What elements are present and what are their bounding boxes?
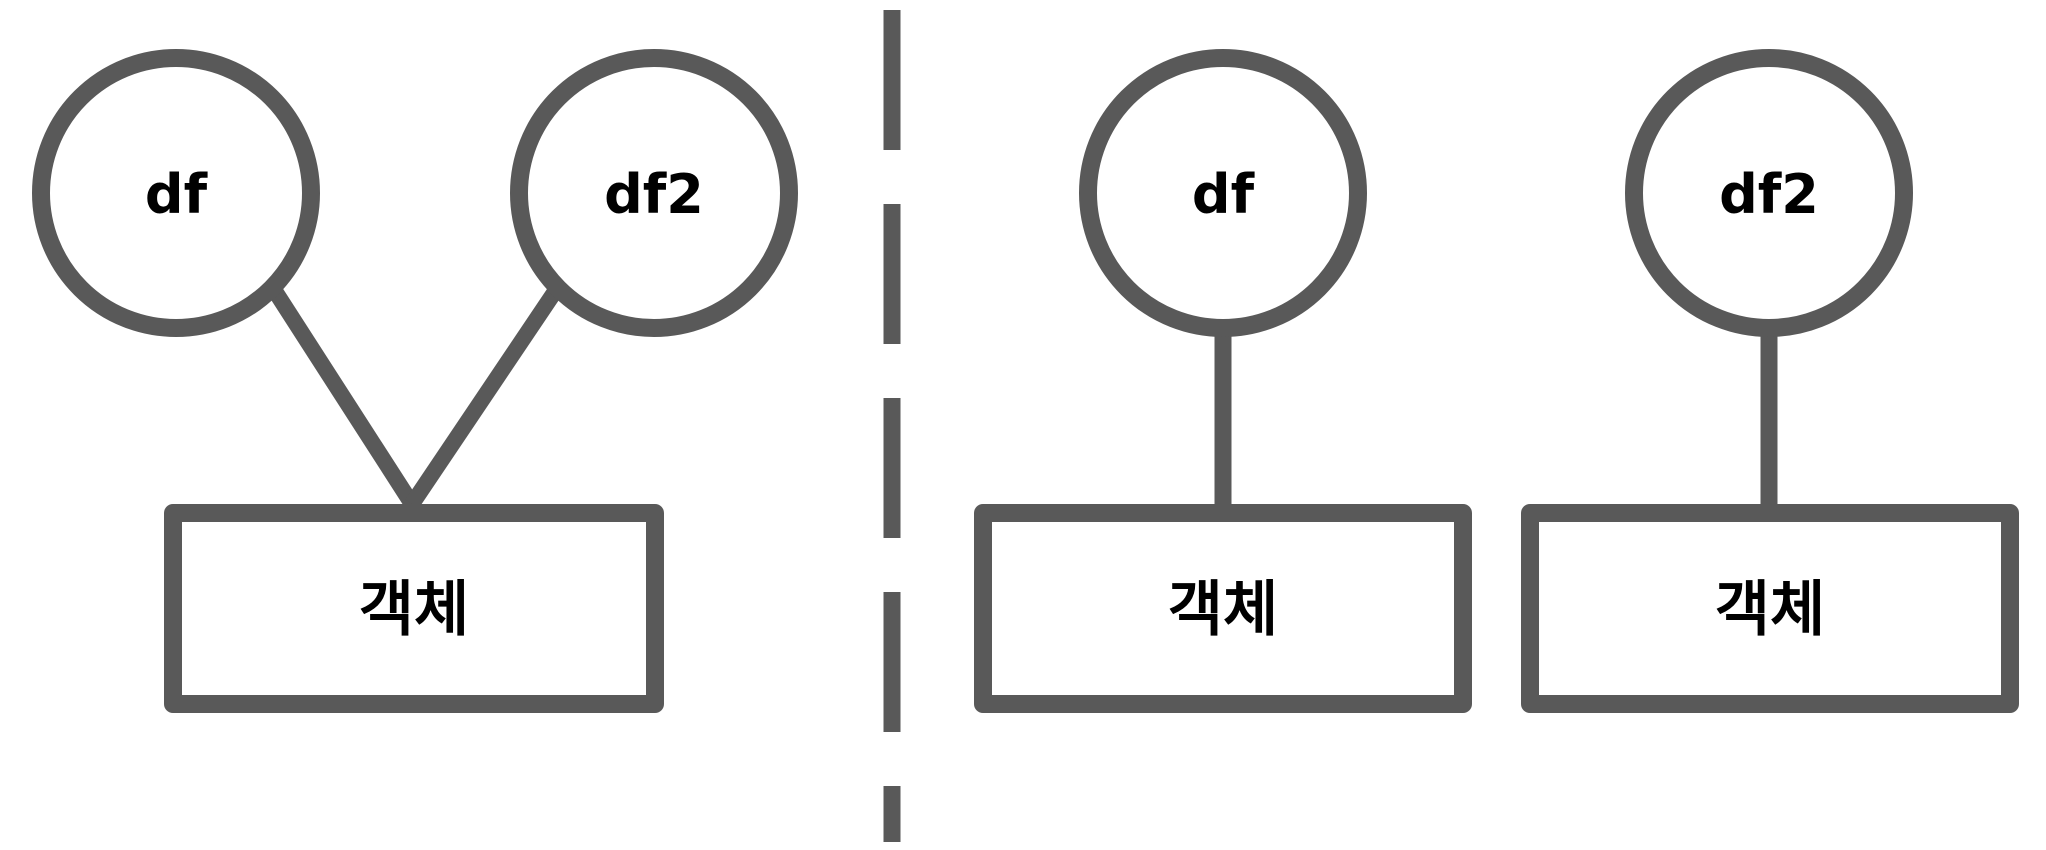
right-panel-separate-objects: df 객체 df2 객체 bbox=[974, 49, 2019, 713]
variable-node-df2 bbox=[510, 49, 798, 337]
object-box bbox=[164, 504, 664, 713]
edge-df2-to-object bbox=[405, 285, 563, 509]
object-box-2 bbox=[1521, 504, 2019, 713]
variable-node-df bbox=[32, 49, 320, 337]
variable-label-df2: df2 bbox=[1719, 163, 1819, 226]
left-panel-shared-reference: df df2 객체 bbox=[32, 49, 798, 713]
object-label-2: 객체 bbox=[1715, 575, 1825, 645]
variable-label-df: df bbox=[145, 163, 208, 226]
object-box-1 bbox=[974, 504, 1472, 713]
object-label: 객체 bbox=[359, 575, 469, 645]
object-label-1: 객체 bbox=[1168, 575, 1278, 645]
variable-label-df2: df2 bbox=[604, 163, 704, 226]
variable-node-df2 bbox=[1625, 49, 1913, 337]
variable-node-df bbox=[1079, 49, 1367, 337]
edge-df-to-object bbox=[266, 283, 419, 509]
variable-label-df: df bbox=[1192, 163, 1255, 226]
